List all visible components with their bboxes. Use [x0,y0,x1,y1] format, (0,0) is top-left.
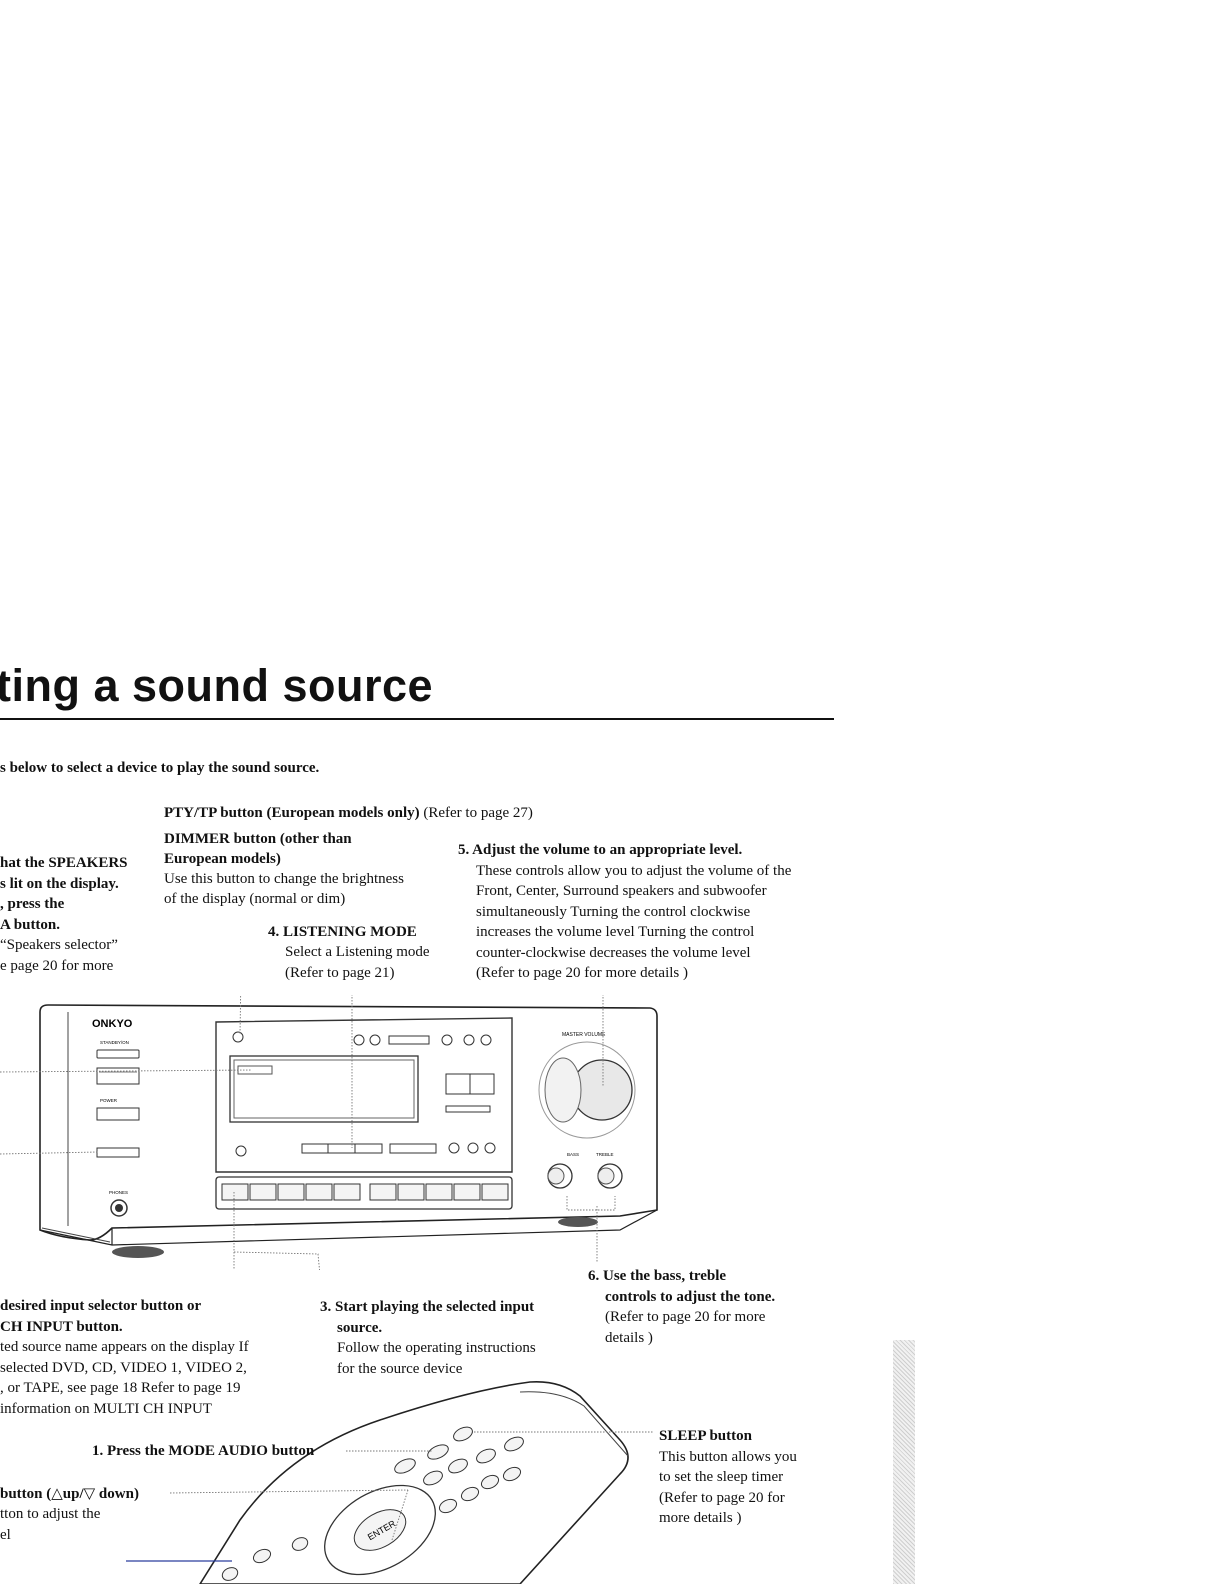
remote-illustration: ENTER [126,1380,654,1584]
page-title: ting a sound source [0,660,434,711]
power-label: POWER [100,1098,118,1103]
remote-button-label: button (△up/▽ down) [0,1486,139,1502]
step2-bold-4: A button. [0,917,61,933]
step4-body-1: Select a Listening mode [285,944,430,960]
multi-ch-button [96,1147,140,1158]
step2-bold-3: , press the [0,896,65,912]
step2-body-2: e page 20 for more [0,958,114,974]
step6-title-2: controls to adjust the tone. [605,1289,776,1305]
step1-body-3: , or TAPE, see page 18 Refer to page 19 [0,1380,241,1396]
standby-button [96,1049,140,1059]
sleep-title: SLEEP button [659,1428,752,1444]
step5-title: 5. Adjust the volume to an appropriate l… [458,842,743,858]
step3-title-1: 3. Start playing the selected input [320,1299,535,1315]
sleep-body-4: more details ) [659,1510,742,1526]
dimmer-knob [232,1031,244,1043]
side-tab-band [893,1340,915,1584]
bass-label: BASS [567,1152,579,1157]
step2-bold-2: s lit on the display. [0,876,119,892]
remote-step1-label: 1. Press the MODE AUDIO button [92,1443,315,1459]
step3-title-2: source. [337,1320,383,1336]
pty-tp-label: PTY/TP button (European models only) (Re… [164,803,533,824]
step6-title-1: 6. Use the bass, treble [588,1268,727,1284]
step5-body-4: increases the volume level Turning the c… [476,924,755,940]
step6-body-1: (Refer to page 20 for more [605,1309,766,1325]
dimmer-title-1: DIMMER button (other than [164,831,352,847]
step5-body-1: These controls allow you to adjust the v… [476,863,792,879]
step1-body-4: information on MULTI CH INPUT [0,1401,212,1417]
step1-body-2: selected DVD, CD, VIDEO 1, VIDEO 2, [0,1360,247,1376]
step3-body-1: Follow the operating instructions [337,1340,536,1356]
phones-label: PHONES [109,1190,128,1195]
step1-body-1: ted source name appears on the display I… [0,1339,249,1355]
step2-body-1: “Speakers selector” [0,937,118,953]
remote-button-body-1: tton to adjust the [0,1506,101,1522]
step3-body-2: for the source device [337,1361,463,1377]
intro-text: s below to select a device to play the s… [0,760,320,776]
step1-bold-1: desired input selector button or [0,1298,202,1314]
dimmer-title-2: European models) [164,851,281,867]
step5-body-5: counter-clockwise decreases the volume l… [476,945,751,961]
sleep-body-1: This button allows you [659,1449,797,1465]
step1-bold-2: CH INPUT button. [0,1319,123,1335]
step5-body-6: (Refer to page 20 for more details ) [476,965,688,981]
pty-tp-ref: (Refer to page 27) [419,805,533,821]
step5-body-2: Front, Center, Surround speakers and sub… [476,883,767,899]
step6-body-2: details ) [605,1330,653,1346]
dimmer-body-2: of the display (normal or dim) [164,891,346,907]
step4-body-2: (Refer to page 21) [285,965,395,981]
title-rule [0,718,834,720]
sleep-body-2: to set the sleep timer [659,1469,784,1485]
step5-body-3: simultaneously Turning the control clock… [476,904,751,920]
master-volume-label: MASTER VOLUME [562,1032,606,1038]
standby-label: STANDBY/ON [100,1040,129,1045]
dimmer-body-1: Use this button to change the brightness [164,871,404,887]
pty-tp-bold: PTY/TP button (European models only) [164,805,420,821]
receiver-illustration: ONKYO STANDBY/ON POWER PHONES MASTER VOL… [0,995,658,1270]
step4-title: 4. LISTENING MODE [268,924,417,940]
listening-mode-buttons [301,1143,383,1154]
treble-label: TREBLE [596,1152,614,1157]
power-button [96,1107,140,1121]
sleep-body-3: (Refer to page 20 for [659,1490,785,1506]
speaker-a-button [96,1067,140,1085]
step2-bold-1: hat the SPEAKERS [0,855,128,871]
remote-button-body-2: el [0,1527,11,1543]
brand-logo: ONKYO [92,1018,133,1030]
